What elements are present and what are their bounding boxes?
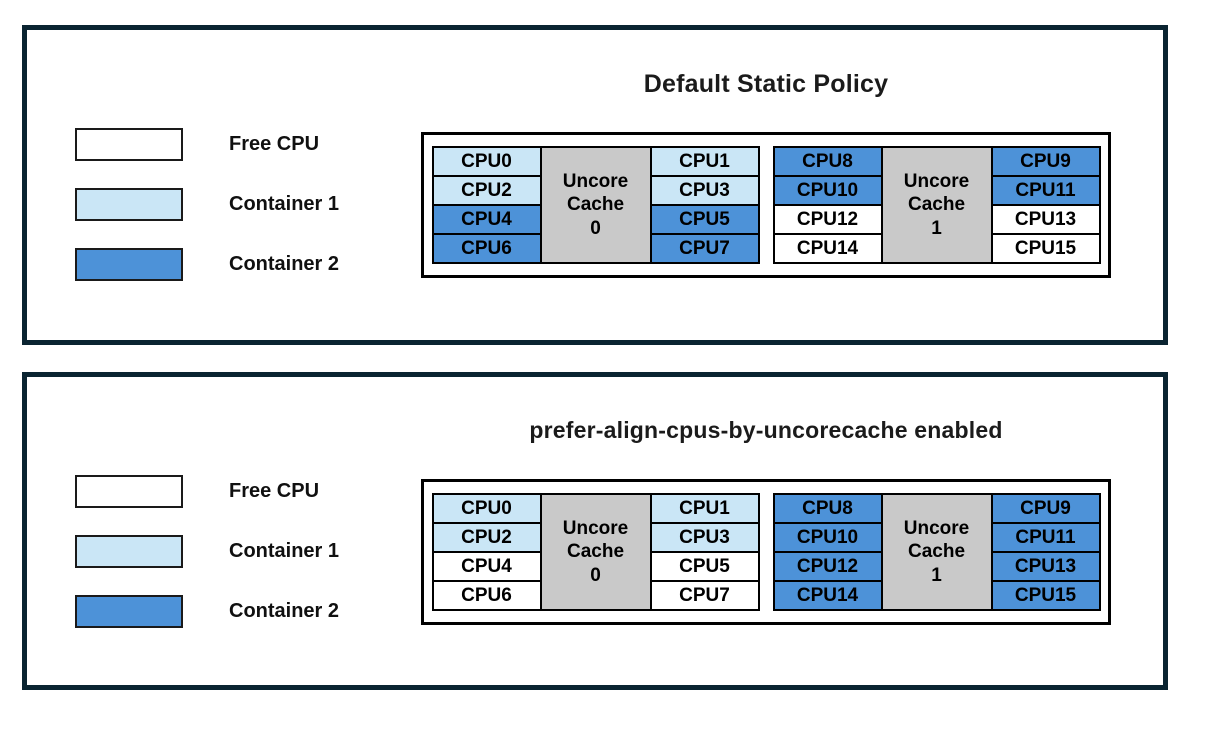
cpu-cell: CPU6 [431,580,542,611]
legend-item-container-1: Container 1 [75,188,339,221]
legend-item-container-2: Container 2 [75,595,339,628]
cpu-cell: CPU14 [772,580,883,611]
uncore-cache-label-line: Uncore [562,171,629,193]
uncore-cache-box: Uncore Cache 1 [880,493,993,611]
cpu-cell: CPU11 [990,175,1101,206]
cpu-cell: CPU1 [649,146,760,177]
uncore-cache-label-line: 1 [931,217,942,239]
legend-item-free-cpu: Free CPU [75,475,339,508]
uncore-cache-1-group: CPU8 CPU10 CPU12 CPU14 Uncore Cache 1 CP… [772,493,1101,611]
cpu-column-left: CPU8 CPU10 CPU12 CPU14 [772,493,883,611]
cpu-topology-diagram: CPU0 CPU2 CPU4 CPU6 Uncore Cache 0 CPU1 … [421,479,1111,625]
cpu-cell: CPU9 [990,146,1101,177]
legend-label: Container 1 [229,193,340,215]
cpu-cell: CPU10 [772,175,883,206]
cpu-cell: CPU2 [431,522,542,553]
cpu-cell: CPU4 [431,204,542,235]
cpu-column-left: CPU8 CPU10 CPU12 CPU14 [772,146,883,264]
cpu-column-left: CPU0 CPU2 CPU4 CPU6 [431,493,542,611]
uncore-cache-label-line: Uncore [903,518,970,540]
container-2-swatch [75,595,183,628]
cpu-cell: CPU2 [431,175,542,206]
cpu-cell: CPU0 [431,146,542,177]
panel-title: Default Static Policy [643,70,889,98]
legend: Free CPU Container 1 Container 2 [75,475,339,628]
cpu-cell: CPU8 [772,493,883,524]
cpu-cell: CPU15 [990,233,1101,264]
cpu-cell: CPU10 [772,522,883,553]
uncore-cache-label-line: Cache [566,541,625,563]
cpu-column-right: CPU1 CPU3 CPU5 CPU7 [649,146,760,264]
cpu-cell: CPU1 [649,493,760,524]
uncore-cache-label-line: Cache [907,194,966,216]
cpu-cell: CPU3 [649,522,760,553]
cpu-cell: CPU14 [772,233,883,264]
panel-default-static-policy: Default Static Policy Free CPU Container… [22,25,1168,345]
cpu-cell: CPU12 [772,551,883,582]
cpu-cell: CPU7 [649,233,760,264]
cpu-cell: CPU15 [990,580,1101,611]
cpu-cell: CPU13 [990,204,1101,235]
cpu-cell: CPU13 [990,551,1101,582]
container-1-swatch [75,535,183,568]
cpu-column-right: CPU1 CPU3 CPU5 CPU7 [649,493,760,611]
legend-label: Free CPU [229,133,320,155]
legend-label: Container 2 [229,253,340,275]
uncore-cache-0-group: CPU0 CPU2 CPU4 CPU6 Uncore Cache 0 CPU1 … [431,146,760,264]
cpu-cell: CPU3 [649,175,760,206]
uncore-cache-label-line: Uncore [903,171,970,193]
free-cpu-swatch [75,128,183,161]
uncore-cache-label-line: Uncore [562,518,629,540]
legend-item-container-1: Container 1 [75,535,339,568]
uncore-cache-label-line: 1 [931,564,942,586]
uncore-cache-box: Uncore Cache 0 [539,493,652,611]
legend-label: Container 1 [229,540,340,562]
uncore-cache-1-group: CPU8 CPU10 CPU12 CPU14 Uncore Cache 1 CP… [772,146,1101,264]
panel-prefer-align-cpus-by-uncorecache: prefer-align-cpus-by-uncorecache enabled… [22,372,1168,690]
legend-label: Container 2 [229,600,340,622]
cpu-cell: CPU4 [431,551,542,582]
legend-label: Free CPU [229,480,320,502]
cpu-cell: CPU0 [431,493,542,524]
uncore-cache-label-line: 0 [590,564,601,586]
cpu-cell: CPU5 [649,551,760,582]
free-cpu-swatch [75,475,183,508]
cpu-topology-diagram: CPU0 CPU2 CPU4 CPU6 Uncore Cache 0 CPU1 … [421,132,1111,278]
panel-title: prefer-align-cpus-by-uncorecache enabled [529,417,1003,443]
legend-item-free-cpu: Free CPU [75,128,339,161]
cpu-cell: CPU11 [990,522,1101,553]
uncore-cache-label-line: Cache [566,194,625,216]
cpu-column-right: CPU9 CPU11 CPU13 CPU15 [990,146,1101,264]
cpu-cell: CPU8 [772,146,883,177]
uncore-cache-label-line: 0 [590,217,601,239]
cpu-cell: CPU12 [772,204,883,235]
uncore-cache-box: Uncore Cache 0 [539,146,652,264]
cpu-cell: CPU9 [990,493,1101,524]
cpu-column-left: CPU0 CPU2 CPU4 CPU6 [431,146,542,264]
legend: Free CPU Container 1 Container 2 [75,128,339,281]
cpu-cell: CPU5 [649,204,760,235]
uncore-cache-label-line: Cache [907,541,966,563]
uncore-cache-box: Uncore Cache 1 [880,146,993,264]
uncore-cache-0-group: CPU0 CPU2 CPU4 CPU6 Uncore Cache 0 CPU1 … [431,493,760,611]
container-1-swatch [75,188,183,221]
container-2-swatch [75,248,183,281]
cpu-column-right: CPU9 CPU11 CPU13 CPU15 [990,493,1101,611]
legend-item-container-2: Container 2 [75,248,339,281]
cpu-cell: CPU6 [431,233,542,264]
cpu-cell: CPU7 [649,580,760,611]
